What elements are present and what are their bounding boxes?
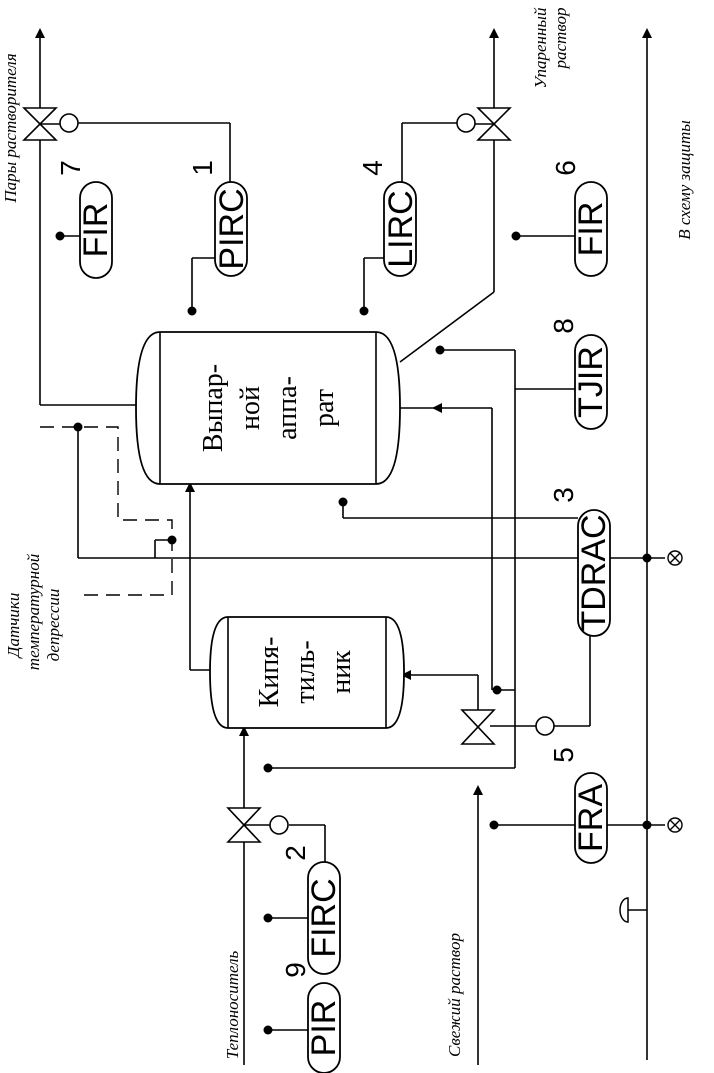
evaporator-label: Выпар- ной аппа- рат xyxy=(198,364,340,452)
instrument-pirc-1: PIRC 1 xyxy=(187,160,251,277)
instrument-fir-6: FIR 6 xyxy=(550,160,610,277)
evaporated-solution-caption: Упаренный xyxy=(531,7,550,88)
sensors-caption-2: температурной xyxy=(24,553,43,670)
junction-dot xyxy=(263,763,273,773)
svg-text:PIR: PIR xyxy=(305,1000,343,1057)
protection-caption: В схему защиты xyxy=(675,120,694,240)
svg-text:рат: рат xyxy=(309,389,340,427)
svg-text:TDRAC: TDRAC xyxy=(575,514,613,631)
valve-vapor xyxy=(22,107,79,141)
boiler xyxy=(209,616,405,729)
junction-dot xyxy=(263,1025,273,1035)
instrument-fir-7: FIR 7 xyxy=(55,160,115,279)
svg-text:2: 2 xyxy=(280,845,311,861)
instrument-lirc-4: LIRC 4 xyxy=(357,160,420,277)
evaporated-solution-caption-2: раствор xyxy=(551,8,570,70)
svg-text:5: 5 xyxy=(548,747,579,763)
fresh-solution-caption: Свежий раствор xyxy=(445,933,464,1057)
svg-text:FRA: FRA xyxy=(572,784,610,852)
junction-dot xyxy=(642,553,652,563)
junction-dot xyxy=(359,306,369,316)
junction-dot xyxy=(338,497,348,507)
svg-text:ной: ной xyxy=(235,386,266,430)
svg-text:7: 7 xyxy=(55,160,86,176)
actuator-icon xyxy=(59,113,79,133)
actuator-icon xyxy=(535,716,555,736)
actuator-icon xyxy=(269,815,289,835)
svg-text:Выпар-: Выпар- xyxy=(198,364,229,452)
junction-dot xyxy=(642,820,652,830)
svg-text:аппа-: аппа- xyxy=(272,376,303,440)
actuator-icon xyxy=(456,113,476,133)
alarm-lamp-icon xyxy=(667,550,683,566)
sensor-dashed-loop xyxy=(40,426,173,596)
instrument-fra-5: FRA 5 xyxy=(548,747,610,864)
svg-text:6: 6 xyxy=(550,160,581,176)
heat-carrier-caption: Теплоноситель xyxy=(223,950,242,1059)
instrument-tdrac-3: TDRAC 3 xyxy=(548,487,613,637)
svg-text:8: 8 xyxy=(548,318,579,334)
junction-dot xyxy=(435,345,445,355)
evaporator xyxy=(135,331,401,485)
junction-dot xyxy=(492,685,502,695)
alarm-lamps xyxy=(667,550,683,833)
svg-text:LIRC: LIRC xyxy=(382,190,420,267)
junction-dot xyxy=(263,913,273,923)
junction-dot xyxy=(187,306,197,316)
svg-text:FIR: FIR xyxy=(77,203,115,258)
svg-text:ник: ник xyxy=(326,650,357,694)
instrument-tjir-8: TJIR 8 xyxy=(548,318,610,430)
instrument-pir-9: PIR 9 xyxy=(280,962,343,1073)
solvent-vapors-caption: Пары растворителя xyxy=(1,53,20,203)
piping xyxy=(35,28,665,1065)
svg-text:Кипя-: Кипя- xyxy=(254,637,285,708)
junction-dot xyxy=(167,535,177,545)
dashed-loop xyxy=(40,426,173,596)
boiler-label: Кипя- тиль- ник xyxy=(254,637,357,708)
junction-dots xyxy=(55,231,652,1035)
svg-text:9: 9 xyxy=(280,962,311,978)
product-line-diagonal xyxy=(399,291,495,363)
sensors-caption-3: депрессии xyxy=(44,589,63,662)
junction-dot xyxy=(55,231,65,241)
svg-text:3: 3 xyxy=(548,487,579,503)
instrument-firc-2: FIRC 2 xyxy=(280,845,343,975)
push-button-icon xyxy=(619,897,629,923)
svg-text:1: 1 xyxy=(187,160,218,176)
valve-icon xyxy=(460,709,496,745)
valve-heat-carrier xyxy=(226,807,289,843)
svg-text:FIR: FIR xyxy=(572,202,610,257)
svg-text:PIRC: PIRC xyxy=(213,188,251,269)
junction-dot xyxy=(489,820,499,830)
junction-dot xyxy=(511,231,521,241)
sensors-caption-1: Датчики xyxy=(4,593,23,660)
valve-product xyxy=(456,107,512,141)
junction-dot xyxy=(73,422,83,432)
svg-text:тиль-: тиль- xyxy=(290,640,321,703)
evaporator-vessel xyxy=(135,331,401,485)
valve-fresh-solution xyxy=(460,709,555,745)
svg-text:4: 4 xyxy=(357,160,388,176)
svg-text:TJIR: TJIR xyxy=(572,346,610,418)
svg-text:FIRC: FIRC xyxy=(305,878,343,957)
alarm-lamp-icon xyxy=(667,817,683,833)
